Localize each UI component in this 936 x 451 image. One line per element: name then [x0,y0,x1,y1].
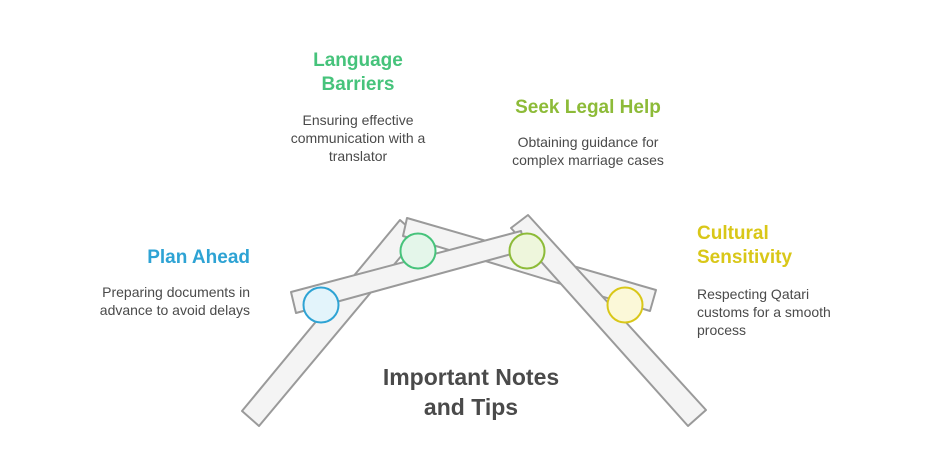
center-title: Important Notes and Tips [382,364,560,420]
circle-cultural-sensitivity [606,286,644,324]
plan-ahead-title: Plan Ahead [147,247,250,268]
beam-right-diagonal [510,214,707,427]
language-barriers-title: Language Barriers [313,50,403,95]
seek-legal-help-title: Seek Legal Help [515,97,661,118]
circle-plan-ahead [302,286,340,324]
cultural-sensitivity-title: Cultural Sensitivity [697,223,793,268]
seek-legal-help-description: Obtaining guidance for complex marriage … [512,134,664,168]
circle-seek-legal-help [508,232,546,270]
plan-ahead-description: Preparing documents in advance to avoid … [99,284,250,318]
language-barriers-description: Ensuring effective communication with a … [290,112,426,164]
circle-language-barriers [399,232,437,270]
cultural-sensitivity-description: Respecting Qatari customs for a smooth p… [697,286,831,338]
